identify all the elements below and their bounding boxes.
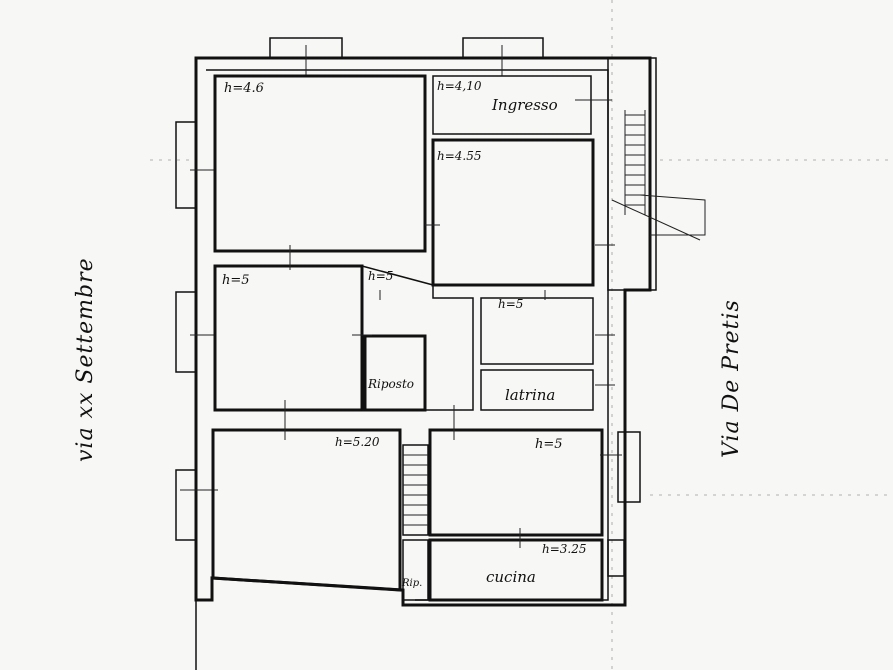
room-height-label: h=5 — [222, 273, 250, 288]
staircase-inner — [402, 444, 429, 601]
street-label-left: via xx Settembre — [73, 257, 98, 462]
room-height-label: h=4,10 — [437, 79, 482, 93]
room-label-cucina: cucina — [486, 568, 536, 586]
room-label-ingresso: Ingresso — [491, 96, 558, 114]
room-height-label: h=5 — [535, 437, 563, 452]
room-height-label: h=5.20 — [335, 435, 380, 449]
staircase-right — [624, 110, 646, 215]
stair-annex — [607, 57, 706, 577]
door-marks — [284, 99, 622, 548]
windows-left — [175, 121, 218, 541]
room-height-label: h=3.25 — [542, 542, 587, 556]
windows-top — [269, 37, 544, 76]
room-height-label: h=5 — [498, 297, 523, 311]
room-label-latrina: latrina — [505, 386, 555, 404]
room-height-label: h=5 — [368, 269, 393, 283]
room-height-label: h=4.6 — [224, 81, 264, 96]
street-label-right: Via De Pretis — [719, 299, 744, 458]
room-outlines — [211, 74, 604, 602]
room-height-label: h=4.55 — [437, 149, 482, 163]
room-label-small: Rip. — [401, 578, 422, 589]
room-label-riposto: Riposto — [367, 377, 414, 391]
